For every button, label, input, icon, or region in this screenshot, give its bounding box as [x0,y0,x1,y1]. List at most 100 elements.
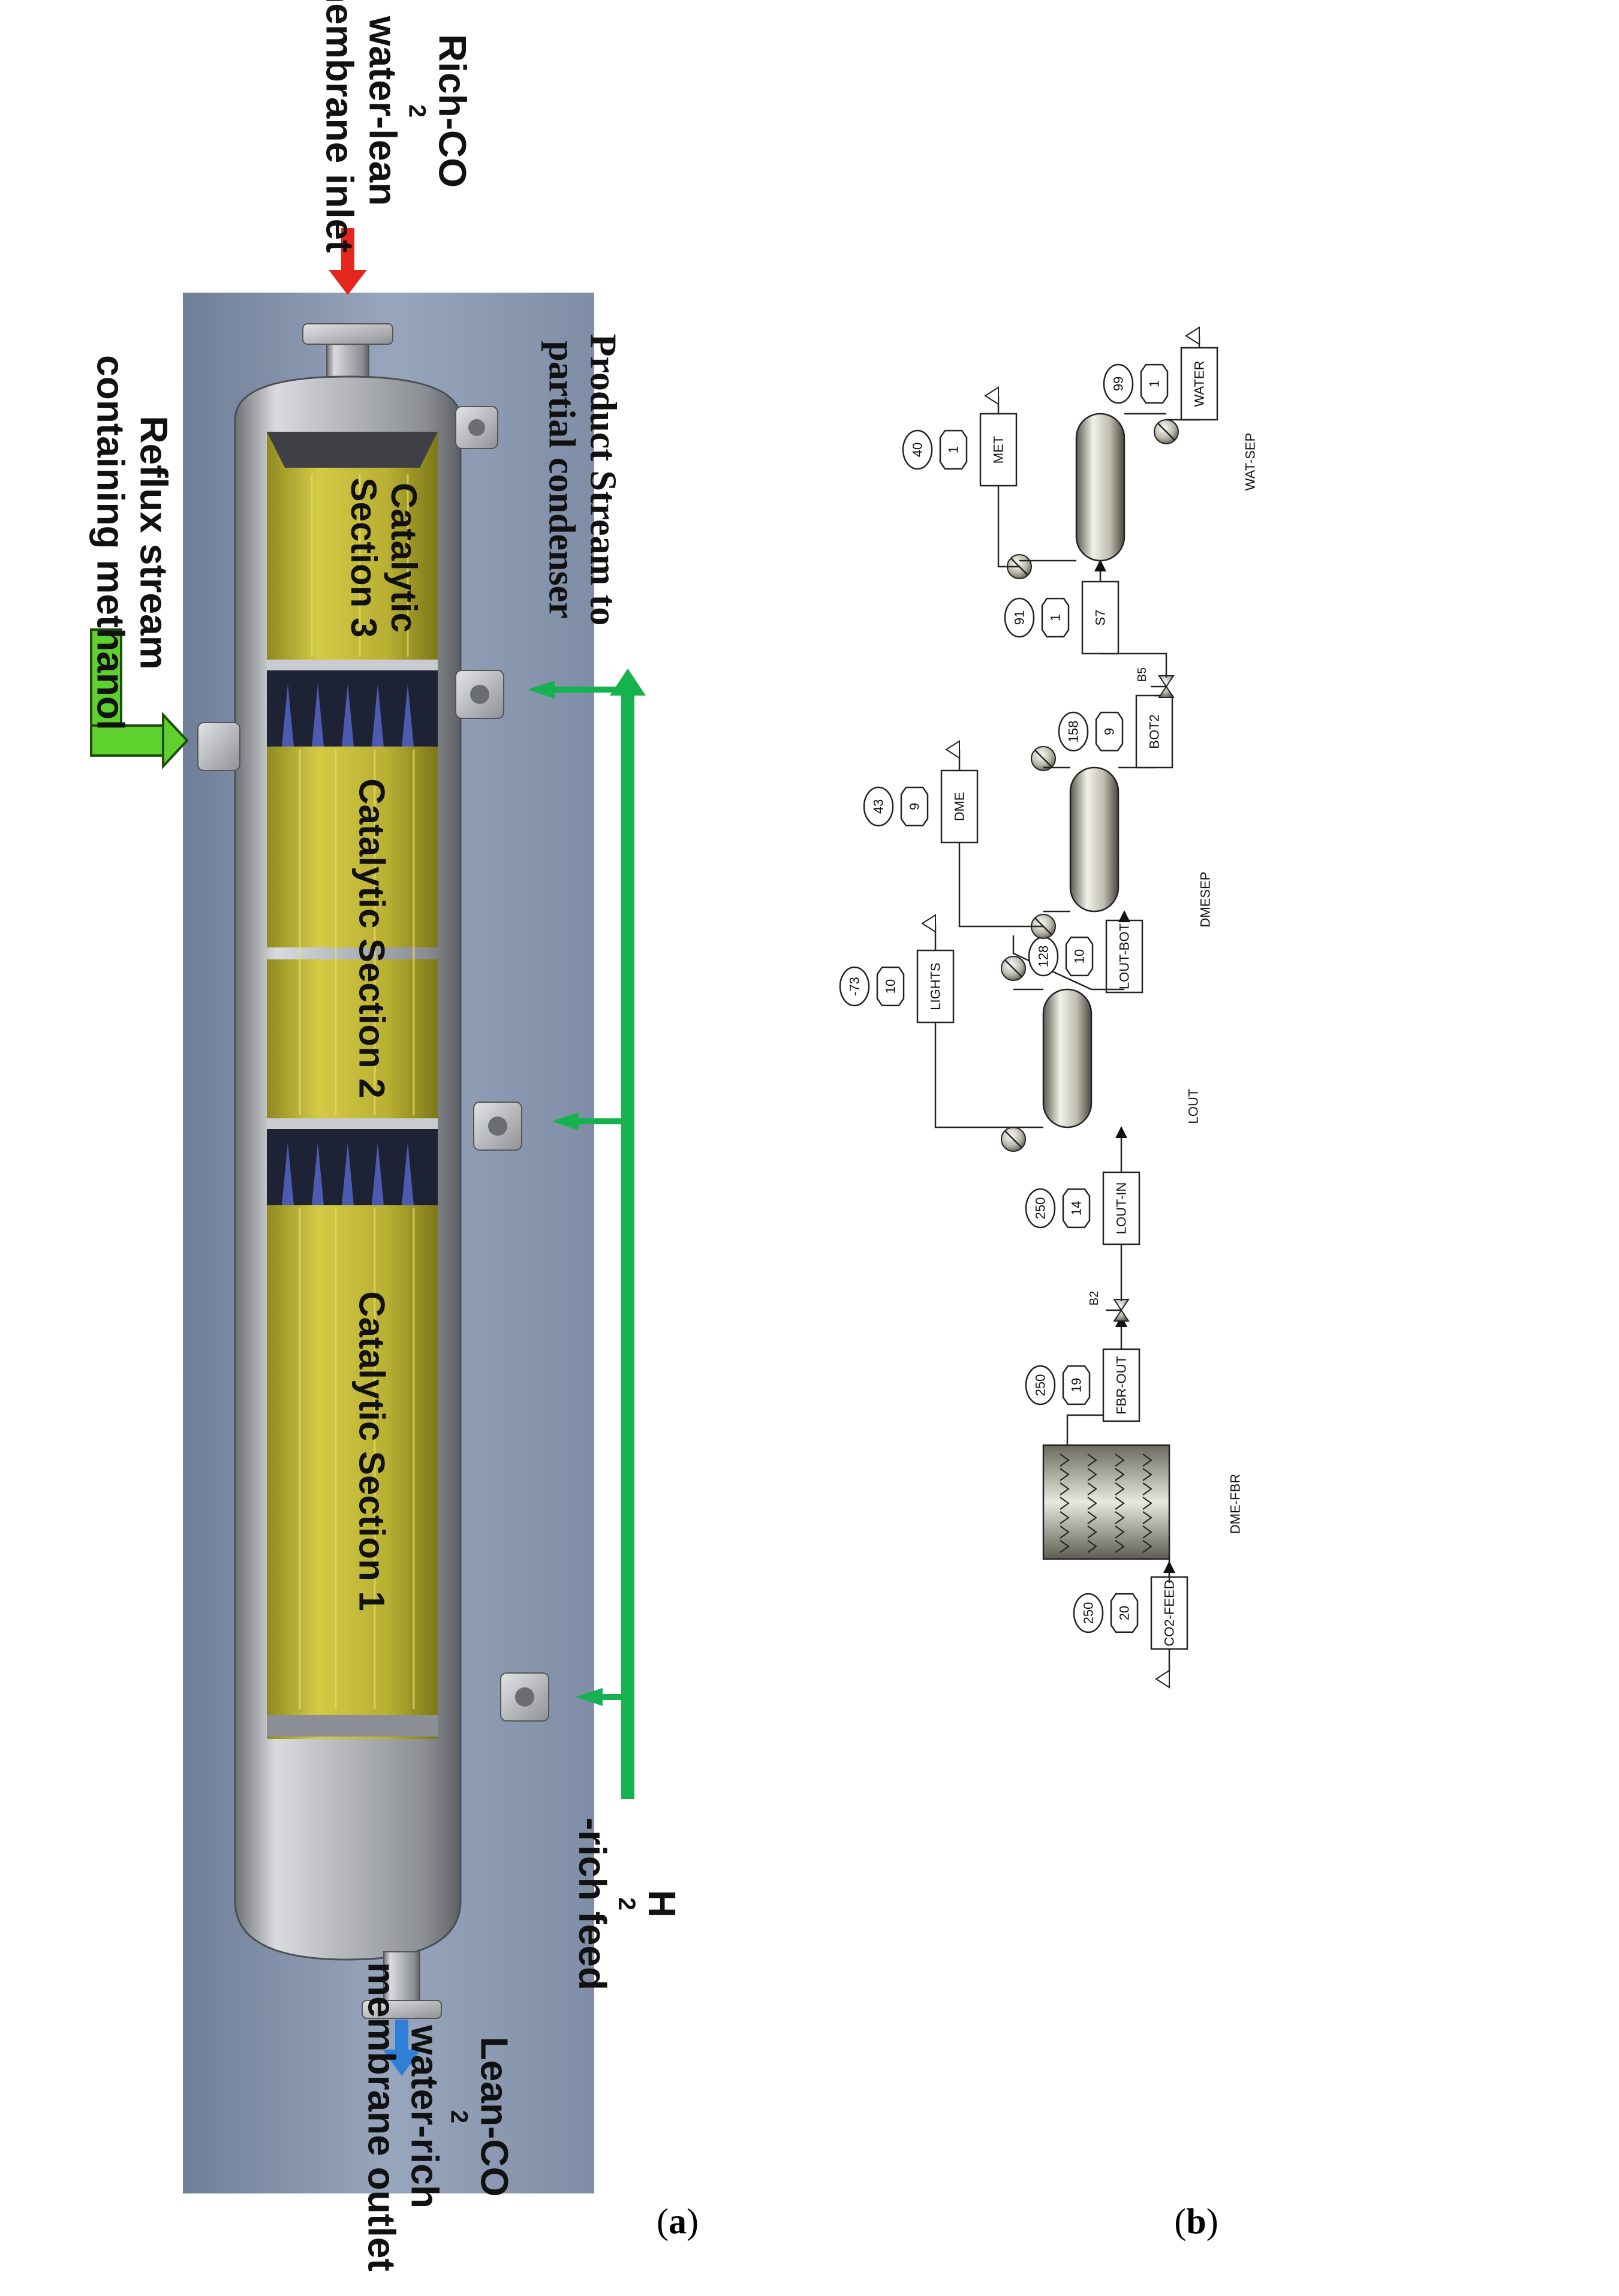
stream-temp-tag-lout_in [1025,1188,1056,1229]
exchanger-stroke [1004,959,1022,977]
stream-terminal-met-out [984,386,999,405]
outlet-arrow [383,2020,421,2076]
stream-name-co2_feed: CO2-FEED [1162,1579,1177,1646]
top-distributor [267,432,438,468]
reactor-internal [1115,1468,1125,1481]
stream-pressure-tag-water [1140,363,1169,404]
valve-b2-name: B2 [1088,1291,1101,1305]
stream-pressure-bot2: 9 [1102,728,1117,735]
reactor-internal [1087,1525,1097,1539]
inlet-arrow [329,228,367,295]
catalyst-texture [299,474,415,1709]
stream-temp-dme: 43 [871,799,886,814]
stream-pressure-tag-lout_bot [1065,936,1094,977]
stream-line [1100,652,1167,678]
column-dmesep-name: DMESEP [1198,872,1213,928]
feed-pipe [528,669,646,1799]
stream-temp-lout_bot: 128 [1036,946,1051,968]
stream-line [997,480,1019,568]
reactor-internal [1087,1511,1097,1524]
stream-pressure-lights: 10 [883,979,898,994]
stream-pressure-water: 1 [1147,380,1162,387]
exchanger-stroke [1034,750,1052,768]
bottom-support-grid [267,1715,438,1737]
stream-pressure-co2_feed: 20 [1117,1606,1132,1620]
side-flange-middle [473,1102,522,1151]
distributor-tray-lower [267,1118,438,1205]
stream-pressure-dme: 9 [907,803,922,810]
stream-temp-tag-lights [839,966,870,1007]
stream-name-water: WATER [1192,361,1207,407]
reactor-internal [1115,1540,1125,1553]
column-dmesep [1069,766,1120,913]
stream-name-met: MET [991,436,1006,464]
catalytic-section-2-bed [267,708,438,947]
reactor-internal [1142,1497,1152,1510]
stream-box-dme [940,769,979,844]
exchanger-stroke [1157,423,1175,441]
reactor-internal [1087,1468,1097,1481]
stream-pressure-fbr_out: 19 [1069,1378,1084,1392]
reactor-internal [1142,1525,1152,1539]
stream-pressure-met: 1 [946,446,961,453]
stream-name-dme: DME [952,792,967,821]
catalytic-section-1 [267,1199,438,1739]
reactor-internal [1087,1482,1097,1495]
stream-temp-lights: -73 [847,977,862,996]
stream-temp-tag-bot2 [1058,711,1089,752]
stream-line [958,836,1043,928]
reactor-internal [1060,1468,1070,1481]
reactor-dme-fbr [1042,1444,1170,1560]
stream-temp-tag-co2_feed [1073,1593,1104,1633]
reflux-arrow [90,628,189,770]
stream-pressure-tag-co2_feed [1110,1593,1139,1633]
stream-pressure-lout_bot: 10 [1072,949,1087,964]
column-watsep-name: WAT-SEP [1243,433,1258,491]
reactor-internal [1060,1482,1070,1495]
stream-terminal-feed-in [1155,1669,1170,1689]
stream-pressure-tag-lights [876,966,905,1007]
stream-box-lout_bot [1105,919,1143,994]
stream-name-lout_bot: LOUT-BOT [1117,923,1132,989]
stream-line [1012,935,1092,991]
stream-temp-tag-water [1103,363,1134,404]
stream-temp-lout_in: 250 [1033,1197,1048,1220]
reactor-internal [1115,1497,1125,1510]
stream-name-bot2: BOT2 [1147,714,1162,748]
reactor-internal [1115,1454,1125,1467]
side-flange-top [455,406,498,449]
stream-temp-water: 99 [1111,377,1126,391]
reactor-internal [1087,1540,1097,1553]
stream-pressure-tag-lout_in [1062,1188,1091,1229]
stream-pressure-tag-met [939,429,968,470]
column-lout [1042,988,1093,1129]
caption-b: (b) [1174,2201,1218,2241]
stream-box-s7 [1081,580,1120,655]
column-watsep [1075,413,1126,562]
stream-temp-tag-met [902,429,933,470]
reactor-internal [1060,1454,1070,1467]
stream-box-lout_in [1102,1171,1140,1245]
stream-terminal-dme-out [945,740,960,759]
stream-temp-tag-s7 [1004,597,1035,638]
reactor-internal [1060,1525,1070,1539]
reactor-internal [1115,1482,1125,1495]
stream-box-co2_feed [1150,1576,1188,1650]
stream-temp-met: 40 [910,443,925,457]
distributor-tray-upper [267,660,438,747]
reactor-internal [1087,1454,1097,1467]
reactor-internal [1142,1454,1152,1467]
stream-pressure-lout_in: 14 [1069,1201,1084,1215]
stream-terminal-lights-out [921,914,936,933]
reactor-internal [1142,1540,1152,1553]
stream-pressure-tag-s7 [1041,597,1070,638]
stream-name-lights: LIGHTS [928,962,943,1010]
bottom-nozzle [362,1951,442,2019]
stream-box-bot2 [1135,694,1173,769]
stream-name-lout_in: LOUT-IN [1114,1182,1129,1235]
side-flange-product [455,670,504,719]
reactor-internal [1142,1482,1152,1495]
stream-name-fbr_out: FBR-OUT [1114,1356,1129,1415]
stream-line [934,1019,1013,1129]
